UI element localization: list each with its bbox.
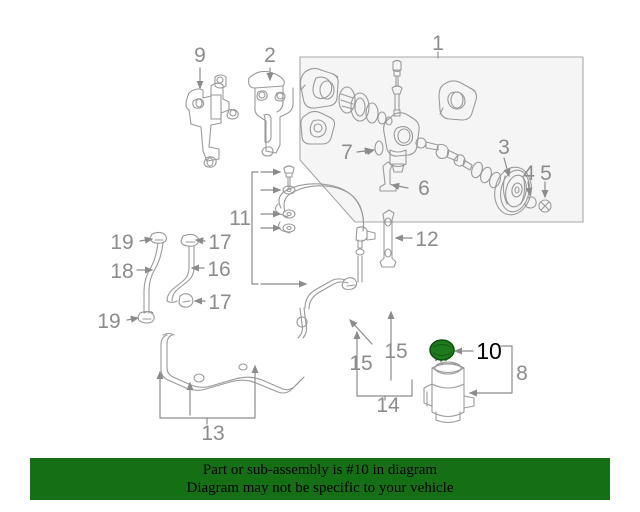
callout-label-6: 6 xyxy=(418,177,430,200)
callout-brackets xyxy=(159,171,513,425)
callout-label-7: 7 xyxy=(341,141,353,164)
leader-15-c xyxy=(349,319,373,345)
callout-label-2: 2 xyxy=(264,44,276,67)
banner-line-1: Part or sub-assembly is #10 in diagram xyxy=(202,462,438,478)
callout-label-14: 14 xyxy=(376,394,400,417)
leader-6 xyxy=(390,182,409,190)
callout-label-5: 5 xyxy=(540,162,552,185)
reservoir-cap-highlight[interactable] xyxy=(429,339,455,362)
callout-label-11: 11 xyxy=(229,207,251,230)
high-pressure-hose-hardware xyxy=(282,165,296,233)
pump-internal-components xyxy=(299,59,552,216)
callout-label-15b: 15 xyxy=(384,340,407,363)
callout-labels: 1 2 3 4 5 6 7 8 9 11 12 13 14 15 15 16 1… xyxy=(97,32,552,445)
leader-19b xyxy=(126,315,140,323)
reservoir-tank xyxy=(423,361,475,424)
hose-clamp-bracket xyxy=(379,209,397,268)
disclaimer-banner: Part or sub-assembly is #10 in diagram D… xyxy=(30,458,610,500)
callout-label-18: 18 xyxy=(110,260,133,283)
callout-label-17b: 17 xyxy=(208,291,231,314)
callout-label-17a: 17 xyxy=(208,231,231,254)
leader-3 xyxy=(503,157,511,178)
lower-return-hose xyxy=(160,277,358,394)
callout-label-16: 16 xyxy=(207,258,230,281)
leader-17a xyxy=(194,237,206,245)
callout-label-19b: 19 xyxy=(97,310,120,333)
pump-assembly-group-box xyxy=(299,51,584,223)
banner-line-2: Diagram may not be specific to your vehi… xyxy=(186,480,454,496)
callout-label-3: 3 xyxy=(498,136,510,159)
callout-label-8: 8 xyxy=(516,362,528,385)
callout-label-19a: 19 xyxy=(110,231,133,254)
callout-label-9: 9 xyxy=(194,44,206,67)
leader-7b xyxy=(364,148,376,156)
callout-label-1: 1 xyxy=(432,32,444,55)
callout-label-10: 10 xyxy=(476,338,502,364)
callout-label-12: 12 xyxy=(415,228,438,251)
leader-4 xyxy=(525,181,533,197)
pump-upper-bracket xyxy=(248,70,294,157)
callout-label-4: 4 xyxy=(523,162,535,185)
callout-label-13: 13 xyxy=(201,422,224,445)
parts-diagram: 1 2 3 4 5 6 7 8 9 11 12 13 14 15 15 16 1… xyxy=(97,32,584,445)
suction-and-return-hoses xyxy=(137,231,199,324)
callout-label-15a: 15 xyxy=(349,352,372,375)
high-pressure-hose xyxy=(274,183,376,283)
leader-19a xyxy=(139,236,154,244)
pump-mounting-bracket xyxy=(185,74,239,168)
